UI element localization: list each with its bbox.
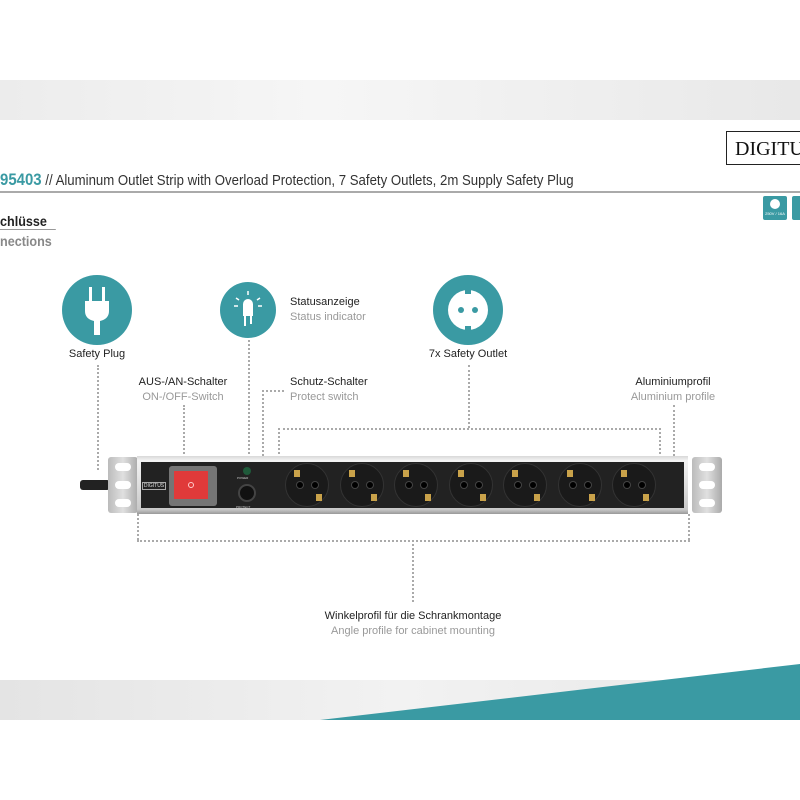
angle-profile-label-de: Winkelprofil für die Schrankmontage <box>324 610 502 622</box>
leader-line <box>248 340 250 462</box>
leader-line <box>278 428 661 430</box>
power-led <box>243 467 251 475</box>
status-indicator-label-de: Statusanzeige <box>290 296 360 308</box>
separator: // <box>45 172 53 189</box>
leader-line <box>659 428 661 458</box>
leader-line <box>412 540 414 602</box>
safety-plug-label: Safety Plug <box>68 348 126 360</box>
brand-logo: DIGITUS <box>726 131 800 165</box>
safety-outlet <box>557 463 602 507</box>
product-number: 95403 <box>0 170 42 189</box>
product-title: 95403 // Aluminum Outlet Strip with Over… <box>0 170 574 190</box>
profile-label-en: Aluminium profile <box>630 391 716 403</box>
protect-switch[interactable] <box>238 484 256 502</box>
section-title-en: nections <box>0 233 52 249</box>
socket-icon <box>770 199 780 209</box>
leader-line <box>468 365 470 428</box>
device-logo: DIGITUS <box>142 482 166 490</box>
switch-label-en: ON-/OFF-Switch <box>142 391 224 403</box>
title-rule <box>0 191 800 193</box>
safety-outlet <box>448 463 493 507</box>
right-mounting-bracket <box>692 457 722 513</box>
left-mounting-bracket <box>108 457 138 513</box>
section-title-de: chlüsse <box>0 213 56 230</box>
safety-outlet <box>394 463 438 507</box>
protect-label: PROTECT <box>236 505 251 509</box>
power-cable <box>80 480 110 490</box>
plug-icon <box>62 275 132 345</box>
leader-line <box>688 514 690 540</box>
led-icon <box>220 282 276 338</box>
voltage-badge: 250V / 16A <box>763 196 787 220</box>
status-indicator-label-en: Status indicator <box>290 311 366 323</box>
teal-accent-shape <box>320 664 800 720</box>
switch-label-de: AUS-/AN-Schalter <box>138 376 228 388</box>
leader-line <box>97 365 99 470</box>
header-band <box>0 80 800 120</box>
angle-profile-label-en: Angle profile for cabinet mounting <box>331 625 495 637</box>
profile-label-de: Aluminiumprofil <box>635 376 711 388</box>
power-label: POWER <box>237 476 249 480</box>
safety-outlet <box>339 463 384 507</box>
switch-off-symbol <box>188 482 194 488</box>
product-description: Aluminum Outlet Strip with Overload Prot… <box>55 172 574 189</box>
leader-line <box>278 428 280 458</box>
outlets-label: 7x Safety Outlet <box>428 348 508 360</box>
safety-outlet <box>612 463 656 507</box>
protect-label-de: Schutz-Schalter <box>290 376 368 388</box>
safety-outlet <box>503 463 547 507</box>
on-off-switch[interactable] <box>169 466 217 506</box>
protect-label-en: Protect switch <box>290 391 359 403</box>
safety-outlet <box>285 463 329 507</box>
leader-line <box>262 390 284 392</box>
leader-line <box>262 390 264 460</box>
switch-rocker <box>174 471 208 499</box>
leader-line <box>673 405 675 460</box>
leader-line <box>183 405 185 465</box>
feature-badge <box>792 196 800 220</box>
badge-text: 250V / 16A <box>765 211 785 216</box>
leader-line <box>137 514 139 540</box>
outlet-icon <box>433 275 503 345</box>
